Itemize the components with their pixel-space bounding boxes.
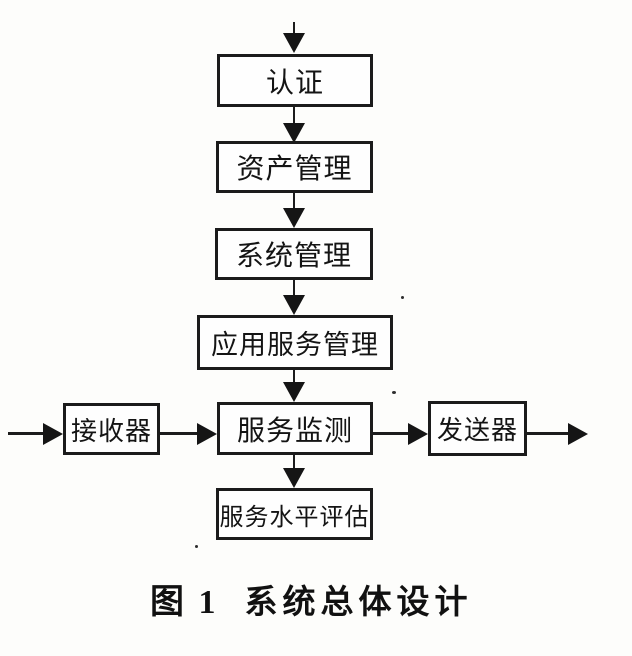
edge-monitor-sender-line	[373, 432, 411, 435]
edge-asset-system-line	[293, 193, 295, 210]
node-receiver: 接收器	[63, 403, 160, 455]
node-asset-mgmt-label: 资产管理	[236, 154, 353, 185]
edge-top-to-auth-line	[293, 22, 295, 35]
node-auth-label: 认证	[265, 67, 324, 99]
figure-caption: 图 1 系统总体设计	[150, 574, 473, 623]
node-asset-mgmt: 资产管理	[216, 141, 373, 193]
node-service-monitoring: 服务监测	[217, 402, 373, 455]
node-service-level-eval-label: 服务水平评估	[219, 504, 370, 531]
node-sender: 发送器	[428, 401, 527, 456]
edge-left-to-receiver-arrowhead-icon	[43, 423, 63, 445]
edge-top-to-auth-arrowhead-icon	[283, 33, 305, 53]
edge-monitor-eval-line	[293, 455, 295, 470]
node-sender-label: 发送器	[436, 416, 518, 445]
node-receiver-label: 接收器	[70, 416, 152, 446]
edge-receiver-monitor-line	[160, 432, 200, 435]
scan-speck	[401, 296, 404, 299]
node-system-mgmt: 系统管理	[215, 228, 373, 280]
node-auth: 认证	[217, 54, 373, 107]
figure-caption-number: 图 1	[150, 584, 219, 621]
edge-sender-to-right-arrowhead-icon	[568, 423, 588, 445]
node-service-monitoring-label: 服务监测	[236, 415, 353, 447]
figure-caption-title: 系统总体设计	[244, 585, 473, 621]
scan-speck	[392, 391, 396, 394]
edge-system-appservice-arrowhead-icon	[283, 295, 305, 315]
edge-system-appservice-line	[293, 280, 295, 297]
edge-monitor-eval-arrowhead-icon	[283, 468, 305, 488]
edge-asset-system-arrowhead-icon	[283, 208, 305, 228]
edge-monitor-sender-arrowhead-icon	[408, 423, 428, 445]
edge-auth-asset-arrowhead-icon	[283, 123, 305, 143]
node-system-mgmt-label: 系统管理	[235, 241, 352, 272]
node-service-level-eval: 服务水平评估	[216, 488, 373, 540]
edge-receiver-monitor-arrowhead-icon	[197, 423, 217, 445]
edge-sender-to-right-line	[527, 432, 570, 435]
node-app-service-mgmt-label: 应用服务管理	[211, 330, 379, 360]
edge-appservice-monitor-line	[293, 370, 295, 384]
edge-auth-asset-line	[293, 107, 295, 125]
edge-appservice-monitor-arrowhead-icon	[283, 382, 305, 402]
edge-left-to-receiver-line	[8, 432, 46, 435]
node-app-service-mgmt: 应用服务管理	[197, 315, 393, 370]
scan-speck	[195, 545, 198, 548]
